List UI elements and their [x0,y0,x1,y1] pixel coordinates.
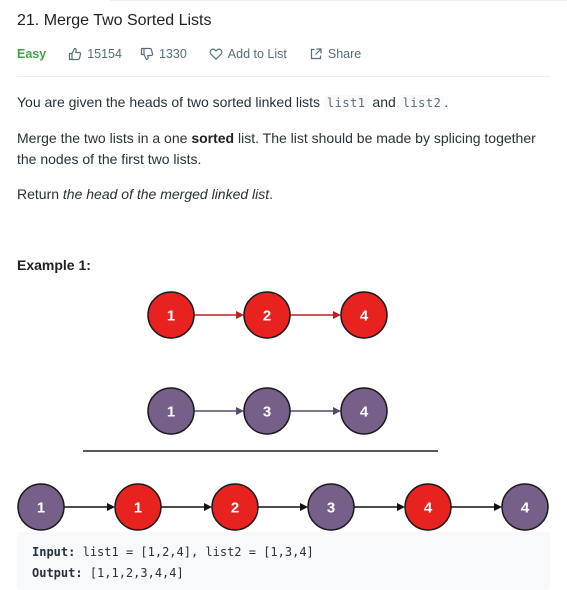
list1-node-2-value: 2 [263,308,271,325]
p2-line1-rest: list. The list should be made by splicin… [238,130,536,146]
merged-arrow-2 [161,503,212,511]
description-paragraph-3: Return the head of the merged linked lis… [17,184,273,205]
share-icon [309,47,323,61]
heart-icon [209,47,223,61]
p1-suffix: . [444,94,449,110]
problem-title: 21. Merge Two Sorted Lists [17,12,212,29]
list1-node-2-circle [243,291,291,339]
output-line: Output: [1,1,2,3,4,4] [32,566,184,580]
merged-node-6: 4 [501,483,549,531]
list1-node-1-circle [147,291,195,339]
list2-node-2-value: 3 [263,404,271,421]
list1-node-3-value: 4 [360,308,369,325]
merged-node-3: 2 [211,483,259,531]
list1-node-1-value: 1 [167,308,175,325]
header-divider [17,76,550,77]
thumbs-down-icon [140,47,154,61]
output-label: Output: [32,566,83,580]
list2-node-1-value: 1 [167,404,175,421]
list1-node-3-circle [340,291,388,339]
merged-node-4-value: 3 [327,500,335,517]
merged-node-4-circle [307,483,355,531]
merged-node-6-circle [501,483,549,531]
merged-node-2-value: 1 [134,500,142,517]
add-to-list-button[interactable]: Add to List [209,47,287,61]
problem-meta-bar: Easy 15154 1330 Add to List Share [17,45,361,63]
merged-node-1-circle [17,483,65,531]
add-to-list-label: Add to List [227,47,287,61]
merged-arrow-4 [354,503,405,511]
like-count: 15154 [87,47,122,61]
merged-node-3-value: 2 [231,500,239,517]
dislike-count: 1330 [158,47,187,61]
list2-node-3-value: 4 [360,404,369,421]
list2-node-2-circle [243,387,291,435]
difficulty-badge: Easy [17,47,47,61]
inline-code-list1: list1 [323,95,369,111]
description-paragraph-2: Merge the two lists in a one sorted list… [17,128,536,170]
input-line: Input: list1 = [1,2,4], list2 = [1,3,4] [32,545,314,559]
p3-italic: the head of the merged linked list [62,186,270,202]
list1-node-1: 1 [147,291,195,339]
like-button[interactable]: 15154 [68,47,122,61]
thumbs-up-icon [68,47,82,61]
example-title: Example 1: [17,257,91,273]
list2-node-3-circle [340,387,388,435]
dislike-button[interactable]: 1330 [140,47,187,61]
list2-arrow-2 [290,407,341,415]
merged-node-6-value: 4 [521,500,530,517]
list1-node-2: 2 [243,291,291,339]
p1-prefix: You are given the heads of two sorted li… [17,94,321,110]
description-paragraph-1: You are given the heads of two sorted li… [17,92,448,114]
merged-arrow-1 [64,503,115,511]
merged-node-1: 1 [17,483,65,531]
example-code-block: Input: list1 = [1,2,4], list2 = [1,3,4] … [17,532,550,590]
merged-node-3-circle [211,483,259,531]
list2-node-1-circle [147,387,195,435]
merged-node-1-value: 1 [37,500,45,517]
p2-bold-sorted: sorted [191,130,235,146]
input-value: list1 = [1,2,4], list2 = [1,3,4] [82,545,314,559]
p1-and: and [372,94,396,110]
merged-node-2-circle [114,483,162,531]
linked-list-diagram: 1 2 4 1 3 4 1 1 2 3 4 4 [17,291,549,531]
list1-arrow-2 [290,311,341,319]
inline-code-list2: list2 [399,95,445,111]
merged-node-5: 4 [404,483,452,531]
p3-suffix: . [269,186,274,202]
p3-prefix: Return [17,186,60,202]
list2-node-2: 3 [243,387,291,435]
merged-arrow-3 [258,503,308,511]
share-label: Share [327,47,362,61]
list2-arrow-1 [194,407,244,415]
merged-node-5-circle [404,483,452,531]
p2-prefix: Merge the two lists in a one [17,130,188,146]
share-button[interactable]: Share [309,47,361,61]
top-border [110,0,567,1]
p2-line2: the nodes of the first two lists. [17,151,202,167]
output-value: [1,1,2,3,4,4] [89,566,184,580]
list1-node-3: 4 [340,291,388,339]
merged-node-5-value: 4 [424,500,433,517]
merged-node-4: 3 [307,483,355,531]
list1-arrow-1 [194,311,244,319]
merged-node-2: 1 [114,483,162,531]
list2-node-3: 4 [340,387,388,435]
merged-arrow-5 [451,503,502,511]
input-label: Input: [32,545,76,559]
list2-node-1: 1 [147,387,195,435]
